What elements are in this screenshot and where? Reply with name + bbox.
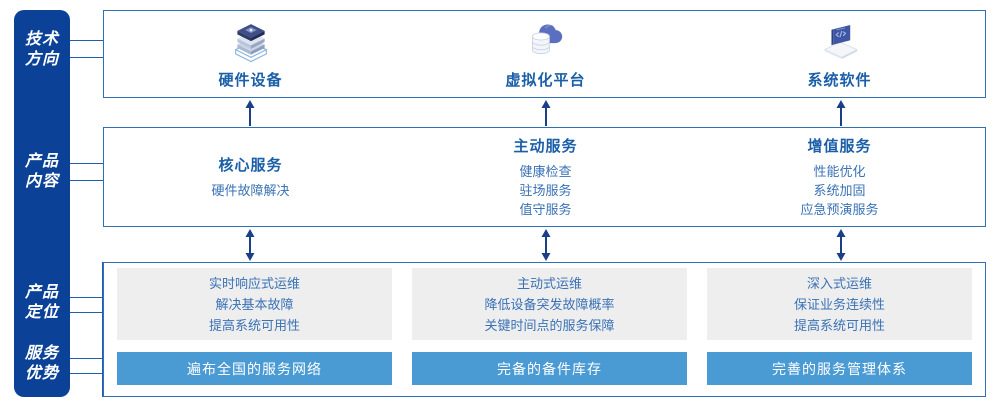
advantage-bar-management-system-label: 完善的服务管理体系 — [772, 360, 907, 377]
arrow-bidirectional-value-added — [836, 229, 846, 261]
arrow-up-hardware — [245, 100, 255, 126]
rail-label-tech-direction-line2: 方向 — [24, 51, 59, 68]
advantage-bar-network-label: 遍布全国的服务网络 — [187, 360, 322, 377]
content-item-value-added-service-line-1: 性能优化 — [813, 164, 866, 179]
content-item-value-added-service[interactable]: 增值服务 性能优化 系统加固 应急预演服务 — [693, 127, 986, 227]
rail-label-product-content-line2: 内容 — [24, 173, 59, 190]
rail-label-service-advantage-line2: 优势 — [24, 365, 59, 382]
cloud-database-icon — [531, 24, 562, 54]
content-item-core-service[interactable]: 核心服务 硬件故障解决 — [103, 127, 398, 227]
position-box-proactive-line-3: 关键时间点的服务保障 — [484, 317, 615, 333]
content-item-proactive-service-line-3: 值守服务 — [519, 202, 572, 217]
position-box-realtime[interactable]: 实时响应式运维 解决基本故障 提高系统可用性 — [117, 268, 392, 340]
connector-tech-lower — [70, 57, 103, 58]
content-item-value-added-service-line-2: 系统加固 — [813, 183, 866, 198]
tech-item-system-software[interactable]: 系统软件 — [693, 10, 986, 98]
tech-item-virtualization[interactable]: 虚拟化平台 — [398, 10, 693, 98]
connector-tech-upper — [70, 40, 103, 41]
left-rail — [14, 10, 70, 397]
rail-label-product-position-line1: 产品 — [24, 284, 59, 301]
position-box-proactive[interactable]: 主动式运维 降低设备突发故障概率 关键时间点的服务保障 — [412, 268, 687, 340]
arrow-bidirectional-proactive — [541, 229, 551, 261]
rail-label-tech-direction: 技术 方向 — [14, 30, 70, 70]
content-item-proactive-service-line-1: 健康检查 — [519, 164, 572, 179]
position-box-indepth-line-1: 深入式运维 — [806, 275, 872, 291]
advantage-bar-management-system[interactable]: 完善的服务管理体系 — [707, 352, 972, 385]
content-item-proactive-service-line-2: 驻场服务 — [519, 183, 572, 198]
advantage-bar-spare-parts-label: 完备的备件库存 — [497, 360, 602, 377]
rail-label-service-advantage: 服务 优势 — [14, 344, 70, 384]
content-item-proactive-service-title: 主动服务 — [513, 138, 578, 155]
position-box-proactive-line-2: 降低设备突发故障概率 — [484, 296, 615, 312]
rail-label-product-content-line1: 产品 — [24, 153, 59, 170]
connector-bottom-spine — [102, 262, 103, 397]
content-item-core-service-line-1: 硬件故障解决 — [211, 183, 290, 198]
laptop-code-icon — [823, 24, 858, 59]
content-item-proactive-service[interactable]: 主动服务 健康检查 驻场服务 值守服务 — [398, 127, 693, 227]
tech-item-virtualization-label: 虚拟化平台 — [505, 71, 586, 89]
arrow-up-system-software — [836, 100, 846, 126]
position-box-realtime-line-1: 实时响应式运维 — [208, 275, 300, 291]
tech-item-hardware[interactable]: 硬件设备 — [103, 10, 398, 98]
advantage-bar-network[interactable]: 遍布全国的服务网络 — [117, 352, 392, 385]
position-box-indepth[interactable]: 深入式运维 保证业务连续性 提高系统可用性 — [707, 268, 972, 340]
connector-position-upper — [70, 297, 103, 298]
position-box-proactive-line-1: 主动式运维 — [516, 275, 582, 291]
position-box-indepth-line-2: 保证业务连续性 — [793, 296, 885, 312]
arrow-up-virtualization — [541, 100, 551, 126]
connector-position-lower — [70, 312, 103, 313]
content-item-value-added-service-title: 增值服务 — [807, 138, 872, 155]
server-stack-icon — [233, 23, 268, 62]
content-item-value-added-service-line-3: 应急预演服务 — [800, 202, 879, 217]
connector-content-lower — [70, 180, 103, 181]
position-box-indepth-line-3: 提高系统可用性 — [793, 317, 885, 333]
tech-item-system-software-label: 系统软件 — [807, 71, 872, 89]
rail-label-product-position: 产品 定位 — [14, 283, 70, 323]
connector-content-upper — [70, 163, 103, 164]
product-content-panel — [103, 127, 986, 227]
tech-item-hardware-label: 硬件设备 — [218, 71, 283, 89]
content-item-core-service-title: 核心服务 — [218, 157, 283, 174]
advantage-bar-spare-parts[interactable]: 完备的备件库存 — [412, 352, 687, 385]
connector-advantage-lower — [70, 373, 103, 374]
connector-advantage-upper — [70, 358, 103, 359]
arrow-bidirectional-core — [245, 229, 255, 261]
rail-label-product-position-line2: 定位 — [24, 304, 59, 321]
rail-label-tech-direction-line1: 技术 — [24, 31, 59, 48]
rail-label-service-advantage-line1: 服务 — [24, 345, 59, 362]
position-box-realtime-line-2: 解决基本故障 — [215, 296, 294, 312]
rail-label-product-content: 产品 内容 — [14, 152, 70, 192]
position-box-realtime-line-3: 提高系统可用性 — [208, 317, 300, 333]
